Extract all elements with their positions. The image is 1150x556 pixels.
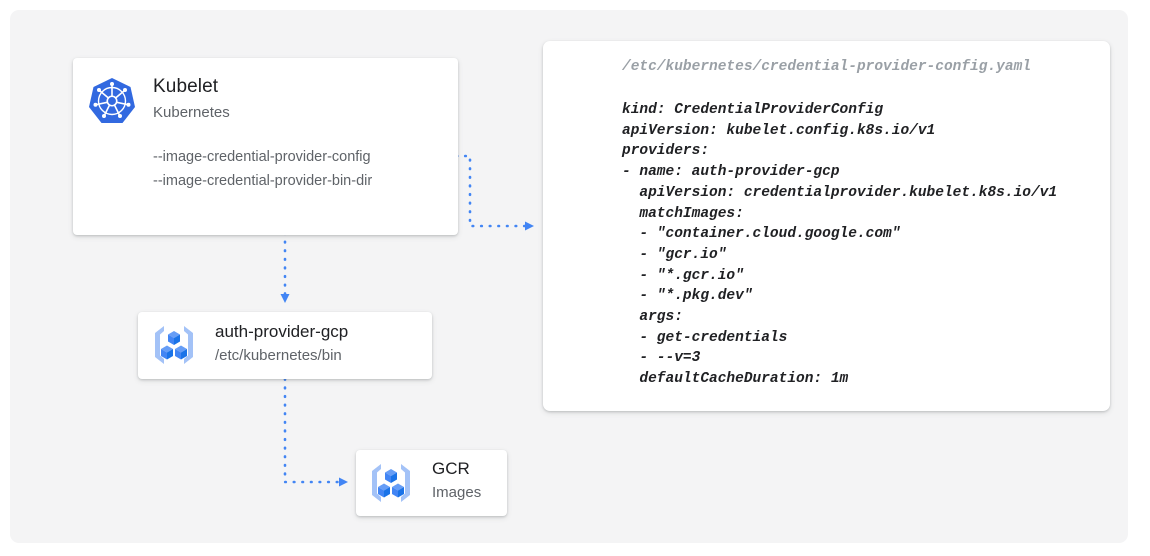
auth-provider-title: auth-provider-gcp — [215, 322, 349, 341]
kubelet-flag-image-credential-provider-bin-dir: --image-credential-provider-bin-dir — [153, 173, 373, 189]
kubernetes-wheel-icon — [89, 78, 135, 123]
gcp-container-registry-icon — [155, 326, 193, 364]
auth-provider-subtitle: /etc/kubernetes/bin — [215, 347, 342, 364]
kubelet-card[interactable]: Kubelet Kubernetes --image-credential-pr… — [73, 58, 458, 235]
kubelet-flag-image-credential-provider-config: --image-credential-provider-config — [153, 149, 371, 165]
gcr-subtitle: Images — [432, 484, 482, 501]
kubelet-title: Kubelet — [153, 76, 219, 97]
yaml-content: kind: CredentialProviderConfig apiVersio… — [622, 102, 1058, 388]
gcr-card[interactable]: GCR Images — [356, 450, 507, 516]
auth-provider-gcp-card[interactable]: auth-provider-gcp /etc/kubernetes/bin — [138, 312, 432, 379]
gcp-container-registry-icon — [372, 464, 410, 502]
kubelet-subtitle: Kubernetes — [153, 104, 230, 121]
gcr-title: GCR — [432, 459, 470, 478]
credential-provider-config-panel[interactable]: /etc/kubernetes/credential-provider-conf… — [543, 41, 1110, 411]
yaml-file-path: /etc/kubernetes/credential-provider-conf… — [622, 59, 1031, 75]
